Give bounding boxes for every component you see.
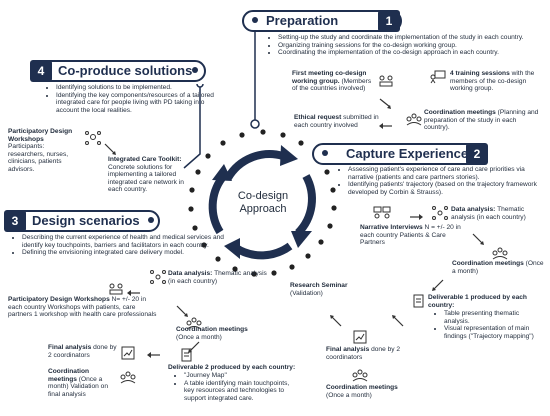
center-line1: Co-design xyxy=(237,190,289,202)
center-line2: Approach xyxy=(239,203,287,215)
phase3-dot xyxy=(148,217,154,223)
interview-icon xyxy=(373,206,391,219)
phase2-bullet: Identifying patients' trajectory (based … xyxy=(348,181,538,196)
document-icon xyxy=(413,294,424,308)
deliverable1-bullets: Table presenting thematic analysis. Visu… xyxy=(434,310,542,340)
group-icon xyxy=(352,369,368,382)
arrow-up-left-icon xyxy=(330,315,342,327)
p2-deliverable1: Deliverable 1 produced by each country: xyxy=(428,294,527,309)
group-icon xyxy=(120,371,136,384)
phase2-title: Capture Experiences xyxy=(346,146,476,161)
phase4-connector xyxy=(183,84,204,169)
arrow-left-icon xyxy=(147,352,160,358)
p4-toolkit: Integrated Care Toolkit: Concrete soluti… xyxy=(108,156,184,194)
arrow-up-left-icon xyxy=(392,315,404,327)
phase3-bullet: Describing the current experience of hea… xyxy=(22,234,242,249)
p3-coordination-2: Coordination meetings (Once a month) Val… xyxy=(48,368,108,398)
phase1-bullet: Setting-up the study and coordinate the … xyxy=(278,34,538,42)
phase2-dot xyxy=(322,150,328,156)
phase3-title: Design scenarios xyxy=(32,213,140,228)
group-icon xyxy=(186,317,202,330)
training-icon xyxy=(430,70,446,84)
arrow-left-icon xyxy=(379,123,392,129)
phase1-bullet: Organizing training sessions for the co-… xyxy=(278,42,538,50)
arrow-down-right-icon xyxy=(176,305,188,317)
document-icon xyxy=(181,348,192,362)
p3-deliverable2: Deliverable 2 produced by each country: xyxy=(168,364,296,371)
chart-icon xyxy=(121,346,135,360)
arrow-down-icon xyxy=(379,98,391,109)
phase1-header xyxy=(242,10,402,32)
chart-icon xyxy=(353,330,367,344)
arrow-down-right-icon xyxy=(104,143,116,155)
p2-data-analysis: Data analysis: Thematic analysis (in eac… xyxy=(451,206,526,221)
workshop-icon xyxy=(109,283,123,295)
arrow-left-icon xyxy=(127,290,140,296)
group-icon xyxy=(406,113,422,126)
phase1-dot xyxy=(252,17,258,23)
p2-narrative: Narrative Interviews N = +/- 20 in each … xyxy=(360,224,461,247)
phase4-bullets: Identifying solutions to be implemented.… xyxy=(46,84,216,114)
phase1-bullet: Coordinating the implementation of the c… xyxy=(278,49,538,57)
p3-data-analysis: Data analysis: Thematic analysis (in eac… xyxy=(168,270,267,285)
phase4-bullet: Identifying the key components/resources… xyxy=(56,92,216,115)
p3-workshops: Participatory Design Workshops N= +/- 20… xyxy=(8,296,157,319)
phase4-title: Co-produce solutions xyxy=(58,63,193,78)
p2-coordination-2: Coordination meetings (Once a month) xyxy=(326,384,398,399)
phase1-number: 1 xyxy=(378,10,400,32)
phase3-number: 3 xyxy=(4,210,26,232)
p1-ethical: Ethical request submitted in each countr… xyxy=(294,114,379,129)
phase3-bullet: Defining the envisioning integrated care… xyxy=(22,249,242,257)
phase4-number: 4 xyxy=(30,60,52,82)
p2-final-analysis: Final analysis done by 2 coordinators xyxy=(326,346,401,361)
phase4-dot xyxy=(192,67,198,73)
p1-training: 4 training sessions with the members of … xyxy=(450,70,535,93)
p4-workshops: Participatory Design Workshops Participa… xyxy=(8,128,73,173)
center-label: Co-design Approach xyxy=(213,190,313,216)
phase3-bullets: Describing the current experience of hea… xyxy=(12,234,242,257)
deliverable2-bullet: A table identifying main touchpoints, ke… xyxy=(184,380,298,403)
deliverable1-bullet: Table presenting thematic analysis. xyxy=(444,310,542,325)
phase2-bullets: Assessing patient's experience of care a… xyxy=(338,166,538,196)
network-icon xyxy=(432,206,448,220)
phase4-bullet: Identifying solutions to be implemented. xyxy=(56,84,216,92)
group-icon xyxy=(492,247,508,260)
arrow-down-right-icon xyxy=(472,233,484,245)
p1-coordination: Coordination meetings (Planning and prep… xyxy=(424,109,539,132)
p3-coordination-1: Coordination meetings (Once a month) xyxy=(176,326,248,341)
p1-first-meeting: First meeting co-design working group. (… xyxy=(292,70,372,93)
phase1-bullets: Setting-up the study and coordinate the … xyxy=(268,34,538,57)
p2-research-seminar: Research Seminar (Validation) xyxy=(290,282,348,297)
phase1-title: Preparation xyxy=(266,13,339,28)
phase2-bullet: Assessing patient's experience of care a… xyxy=(348,166,538,181)
deliverable2-bullet: "Journey Map" xyxy=(184,372,298,380)
phase1-connector xyxy=(250,30,260,129)
workshop-icon xyxy=(85,131,101,145)
phase2-number: 2 xyxy=(466,143,488,165)
p3-final-analysis: Final analysis done by 2 coordinators xyxy=(48,344,117,359)
cycle-arrows xyxy=(188,129,337,277)
network-icon xyxy=(150,270,166,284)
meeting-icon xyxy=(379,75,393,87)
arrow-down-left-icon xyxy=(432,279,444,291)
deliverable2-bullets: "Journey Map" A table identifying main t… xyxy=(174,372,298,402)
deliverable1-bullet: Visual representation of main findings (… xyxy=(444,325,542,340)
p2-coordination-1: Coordination meetings (Once a month) xyxy=(452,260,544,275)
arrow-right-icon xyxy=(410,214,423,220)
